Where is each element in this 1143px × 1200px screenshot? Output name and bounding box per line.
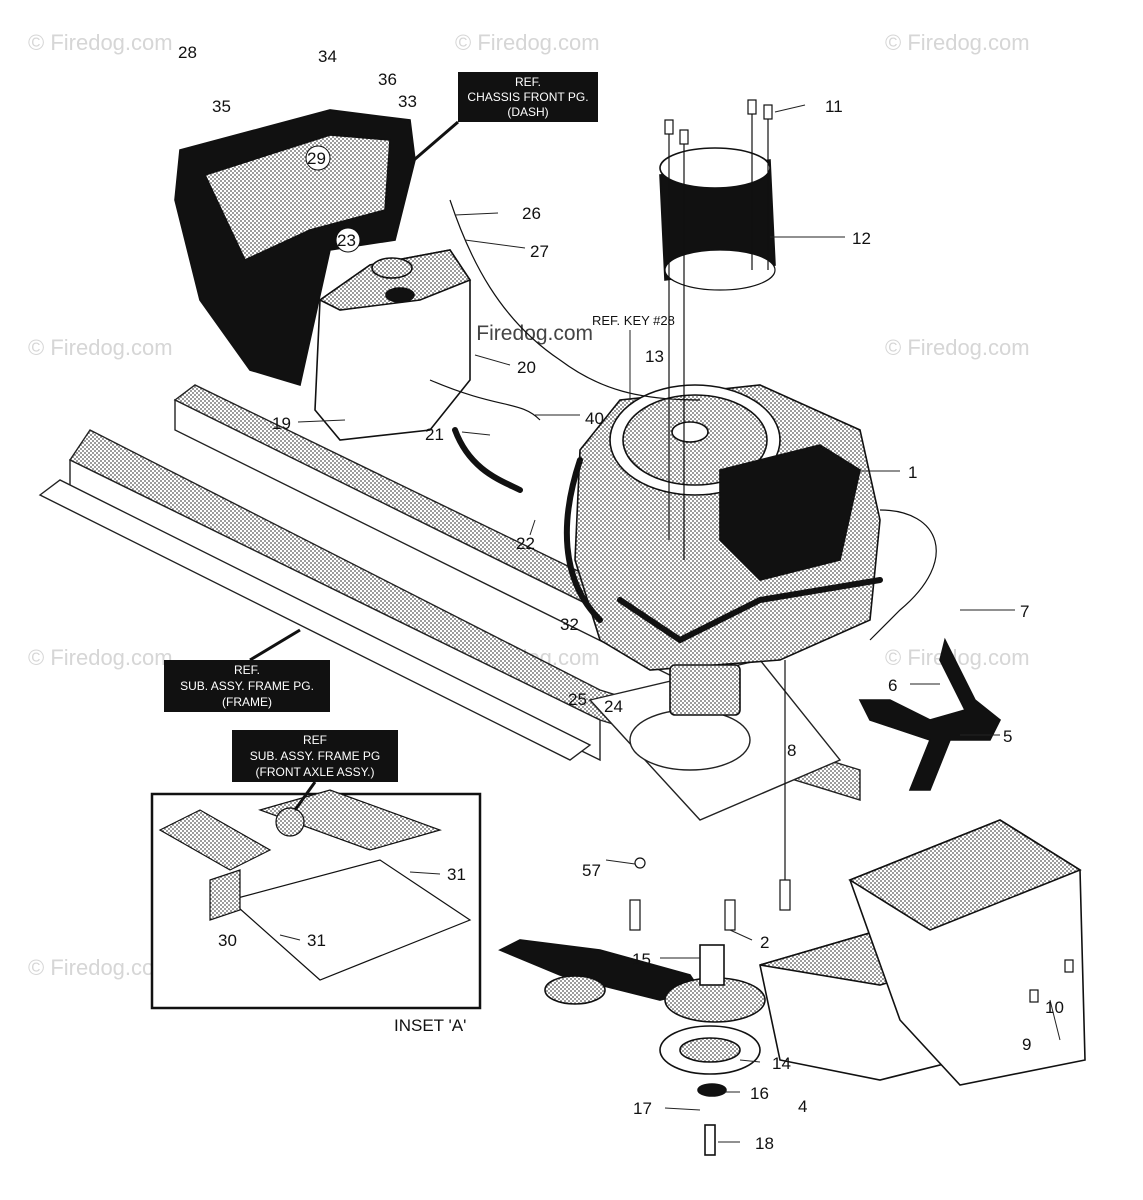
callout: 13 — [645, 347, 664, 366]
engine-mount-plate — [588, 659, 842, 821]
hardware — [629, 99, 1074, 1003]
exhaust-pipe — [858, 637, 1002, 791]
callout: 11 — [825, 97, 843, 116]
callout: 29 — [307, 149, 326, 168]
callout: 1 — [908, 463, 917, 482]
fuel-lines — [452, 427, 883, 644]
callout: 21 — [425, 425, 444, 444]
watermark: © Firedog.com — [455, 30, 600, 55]
inset-a: INSET 'A' — [150, 789, 482, 1035]
callout: 27 — [530, 242, 549, 261]
callout: 5 — [1003, 727, 1012, 746]
callout: 40 — [585, 409, 604, 428]
callout: 2 — [760, 933, 769, 952]
callout: 33 — [398, 92, 417, 111]
callout: 15 — [632, 950, 651, 969]
callout: 6 — [888, 676, 897, 695]
svg-text:SUB. ASSY. FRAME PG: SUB. ASSY. FRAME PG — [250, 749, 381, 763]
air-cleaner-sleeve — [659, 147, 776, 291]
callout: 25 — [568, 690, 587, 709]
svg-text:REF.: REF. — [515, 75, 541, 89]
callout: 28 — [178, 43, 197, 62]
watermark: © Firedog.com — [885, 30, 1030, 55]
callout: 7 — [1020, 602, 1029, 621]
callout: 8 — [787, 741, 796, 760]
callout: 4 — [798, 1097, 807, 1116]
frame-rails — [38, 384, 861, 801]
throttle-cable — [429, 199, 937, 641]
muffler — [759, 819, 1086, 1086]
callout: 32 — [560, 615, 579, 634]
ref-key-label: REF. KEY #28 — [592, 313, 675, 328]
svg-text:SUB. ASSY. FRAME PG.: SUB. ASSY. FRAME PG. — [180, 679, 314, 693]
callout: 10 — [1045, 998, 1064, 1017]
svg-text:(FRONT AXLE ASSY.): (FRONT AXLE ASSY.) — [256, 765, 375, 779]
inset-label: INSET 'A' — [394, 1016, 466, 1035]
watermark: © Firedog.com — [28, 30, 173, 55]
callout: 19 — [272, 414, 291, 433]
callout: 35 — [212, 97, 231, 116]
svg-text:(DASH): (DASH) — [507, 105, 548, 119]
callout: 17 — [633, 1099, 652, 1118]
callout: 20 — [517, 358, 536, 377]
callout: 31 — [447, 865, 466, 884]
ref-front-axle: REF SUB. ASSY. FRAME PG (FRONT AXLE ASSY… — [232, 730, 398, 811]
svg-text:REF.: REF. — [234, 663, 260, 677]
callout: 34 — [318, 47, 337, 66]
callout: 30 — [218, 931, 237, 950]
dash-housing — [174, 109, 416, 387]
fuel-tank — [314, 249, 472, 441]
callout: 23 — [337, 231, 356, 250]
callout: 24 — [604, 697, 623, 716]
callout: 16 — [750, 1084, 769, 1103]
callout: 26 — [522, 204, 541, 223]
svg-text:(FRAME): (FRAME) — [222, 695, 272, 709]
svg-text:REF: REF — [303, 733, 327, 747]
callout: 18 — [755, 1134, 774, 1153]
leader-lines — [279, 104, 1061, 1143]
watermark: © Firedog.com — [28, 955, 173, 980]
callout: 57 — [582, 861, 601, 880]
watermark: © Firedog.com — [28, 335, 173, 360]
callout: 9 — [1022, 1035, 1031, 1054]
callout: 36 — [378, 70, 397, 89]
watermark: © Firedog.com — [455, 322, 593, 345]
callouts: 28 34 36 35 33 11 29 26 27 12 23 13 20 4… — [178, 43, 1064, 1153]
ref-chassis-front: REF. CHASSIS FRONT PG. (DASH) — [399, 72, 598, 174]
ref-frame: REF. SUB. ASSY. FRAME PG. (FRAME) — [164, 628, 330, 712]
callout: 12 — [852, 229, 871, 248]
callout: 22 — [516, 534, 535, 553]
drive-belt — [498, 939, 766, 1156]
svg-text:CHASSIS FRONT PG.: CHASSIS FRONT PG. — [467, 90, 588, 104]
watermark: © Firedog.com — [885, 335, 1030, 360]
callout: 31 — [307, 931, 326, 950]
engine — [574, 384, 881, 716]
callout: 14 — [772, 1054, 791, 1073]
watermark: © Firedog.com — [28, 645, 173, 670]
